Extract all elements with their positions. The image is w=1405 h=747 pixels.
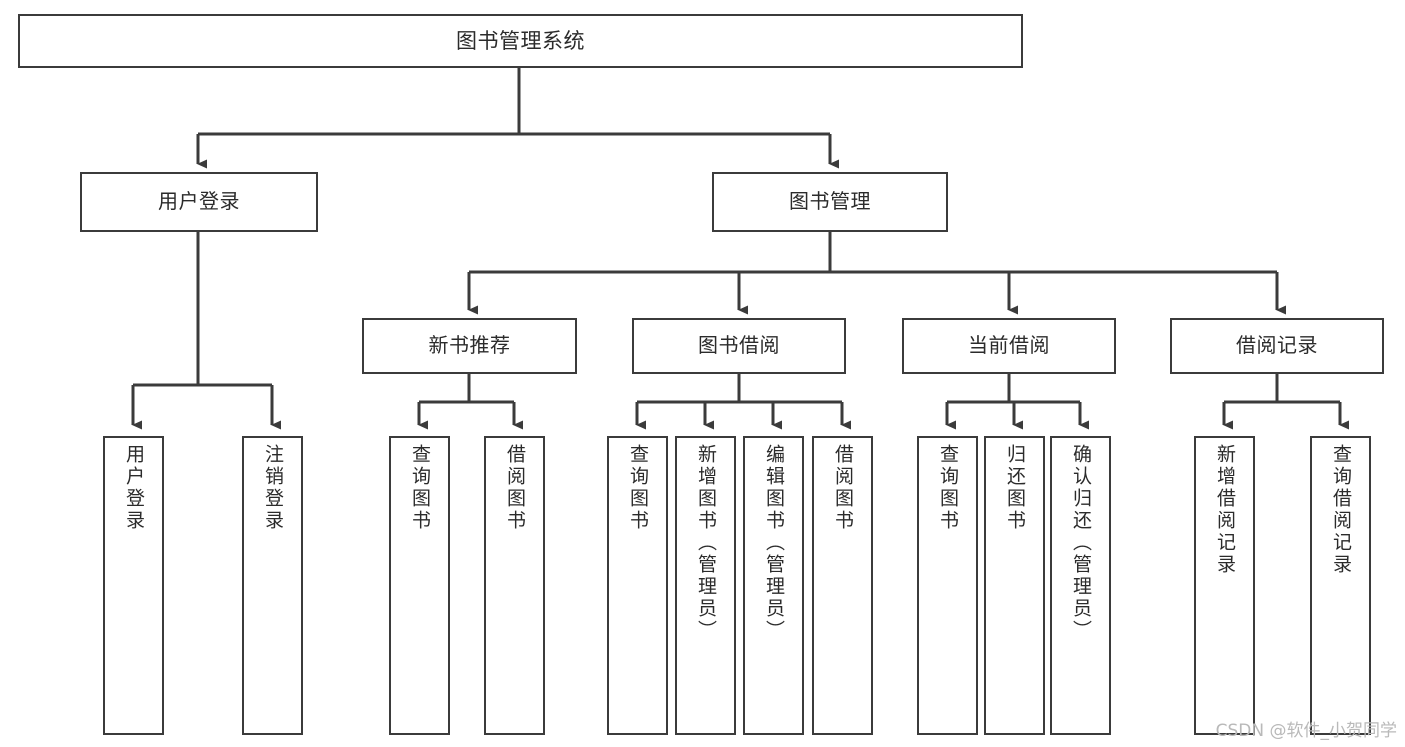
node-leaf-query-record-label: 查询借阅记录: [1330, 444, 1352, 576]
node-leaf-add-record-label: 新增借阅记录: [1214, 444, 1236, 576]
node-leaf-query-book-1-label: 查询图书: [409, 444, 431, 532]
node-leaf-return-book[interactable]: 归还图书: [984, 436, 1045, 735]
node-book-management-label: 图书管理: [789, 189, 871, 214]
node-leaf-user-login-label: 用户登录: [123, 444, 145, 532]
node-leaf-query-book-1[interactable]: 查询图书: [389, 436, 450, 735]
node-leaf-query-book-2[interactable]: 查询图书: [607, 436, 668, 735]
node-leaf-add-book-label: 新增图书（管理员）: [695, 444, 717, 642]
node-leaf-edit-book[interactable]: 编辑图书（管理员）: [743, 436, 804, 735]
watermark-text: CSDN @软件_小贺同学: [1215, 721, 1397, 741]
node-book-management[interactable]: 图书管理: [712, 172, 948, 232]
node-book-borrow-label: 图书借阅: [698, 333, 780, 358]
node-user-login[interactable]: 用户登录: [80, 172, 318, 232]
node-root[interactable]: 图书管理系统: [18, 14, 1023, 68]
node-leaf-confirm-return-label: 确认归还（管理员）: [1070, 444, 1092, 642]
node-leaf-query-record[interactable]: 查询借阅记录: [1310, 436, 1371, 735]
node-user-login-label: 用户登录: [158, 189, 240, 214]
node-leaf-borrow-book-2-label: 借阅图书: [832, 444, 854, 532]
node-leaf-return-book-label: 归还图书: [1004, 444, 1026, 532]
node-leaf-query-book-2-label: 查询图书: [627, 444, 649, 532]
node-new-book-recommend-label: 新书推荐: [428, 333, 511, 358]
node-current-borrow-label: 当前借阅: [968, 333, 1050, 358]
node-leaf-borrow-book-2[interactable]: 借阅图书: [812, 436, 873, 735]
node-leaf-edit-book-label: 编辑图书（管理员）: [763, 444, 785, 642]
node-leaf-add-record[interactable]: 新增借阅记录: [1194, 436, 1255, 735]
node-new-book-recommend[interactable]: 新书推荐: [362, 318, 577, 374]
node-borrow-record-label: 借阅记录: [1236, 333, 1318, 358]
node-leaf-confirm-return[interactable]: 确认归还（管理员）: [1050, 436, 1111, 735]
node-book-borrow[interactable]: 图书借阅: [632, 318, 846, 374]
node-borrow-record[interactable]: 借阅记录: [1170, 318, 1384, 374]
node-leaf-borrow-book-1[interactable]: 借阅图书: [484, 436, 545, 735]
node-leaf-logout-login[interactable]: 注销登录: [242, 436, 303, 735]
node-root-label: 图书管理系统: [456, 28, 585, 53]
node-leaf-user-login[interactable]: 用户登录: [103, 436, 164, 735]
node-leaf-logout-login-label: 注销登录: [262, 444, 284, 532]
node-leaf-add-book[interactable]: 新增图书（管理员）: [675, 436, 736, 735]
node-leaf-borrow-book-1-label: 借阅图书: [504, 444, 526, 532]
node-leaf-query-book-3[interactable]: 查询图书: [917, 436, 978, 735]
node-leaf-query-book-3-label: 查询图书: [937, 444, 959, 532]
node-current-borrow[interactable]: 当前借阅: [902, 318, 1116, 374]
